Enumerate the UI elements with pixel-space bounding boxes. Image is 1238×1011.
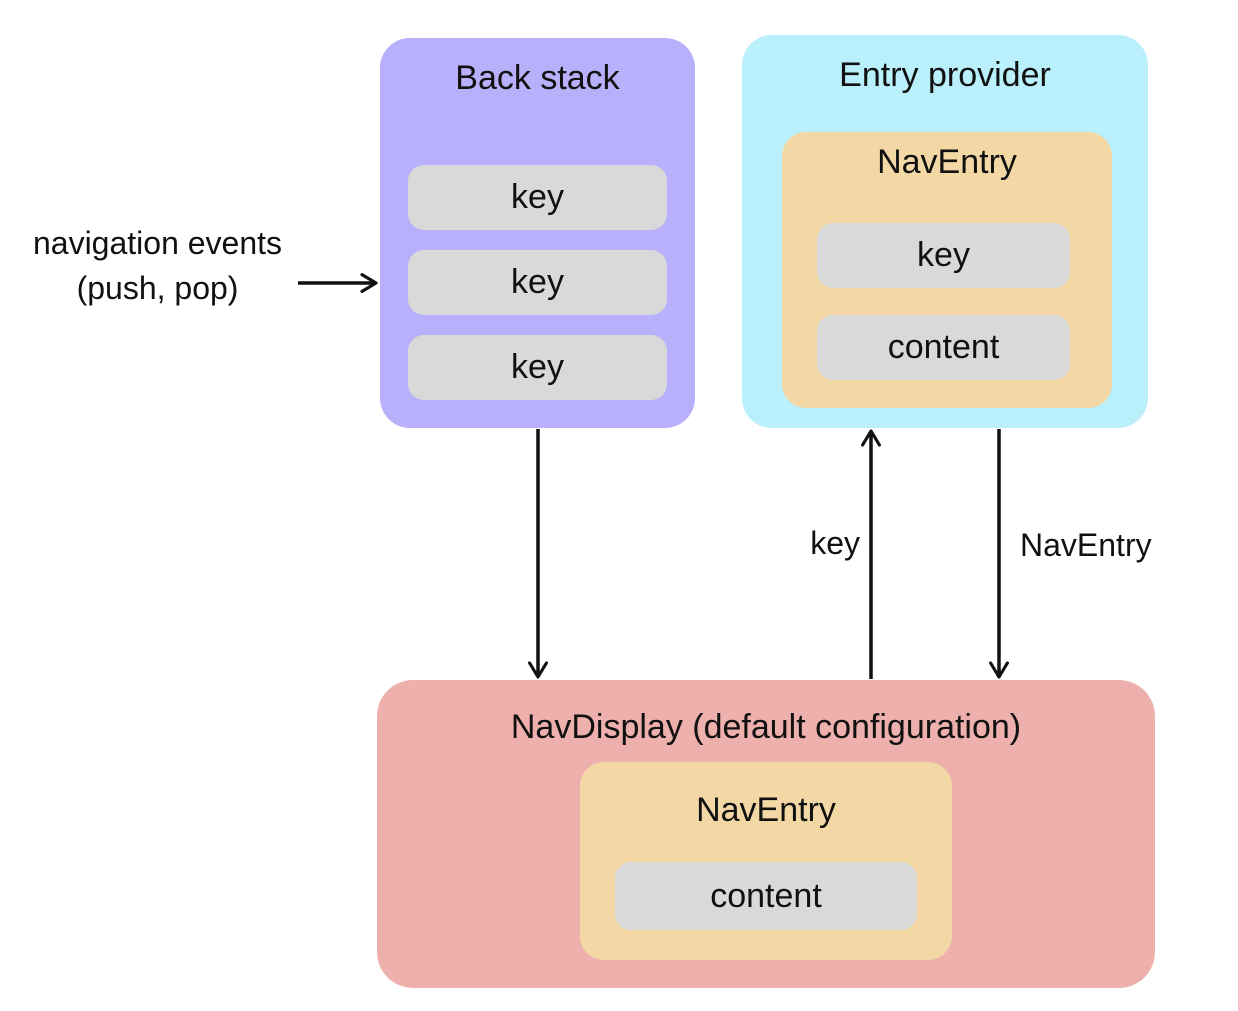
back-stack-key-item: key bbox=[408, 250, 667, 315]
navigation-events-label: navigation events (push, pop) bbox=[10, 221, 305, 311]
nav-entry-title: NavEntry bbox=[877, 143, 1017, 181]
back-stack-title: Back stack bbox=[455, 59, 620, 97]
nav-display-nav-entry-box: NavEntry content bbox=[580, 762, 952, 960]
nav-entry-arrow-label: NavEntry bbox=[1020, 527, 1152, 563]
entry-provider-box: Entry provider NavEntry key content bbox=[742, 35, 1148, 428]
back-stack-box: Back stack key key key bbox=[380, 38, 695, 428]
nav-entry-key-item: key bbox=[817, 223, 1070, 288]
back-stack-key-item: key bbox=[408, 335, 667, 400]
entry-provider-nav-entry-box: NavEntry key content bbox=[782, 132, 1112, 408]
back-stack-key-item: key bbox=[408, 165, 667, 230]
nav-entry-content-item: content bbox=[615, 862, 917, 930]
navigation-events-label-line2: (push, pop) bbox=[76, 270, 239, 306]
nav-entry-title: NavEntry bbox=[696, 791, 836, 829]
key-arrow-label: key bbox=[810, 525, 860, 561]
nav-entry-content-item: content bbox=[817, 315, 1070, 380]
nav-display-box: NavDisplay (default configuration) NavEn… bbox=[377, 680, 1155, 988]
navigation-events-label-line1: navigation events bbox=[32, 225, 283, 261]
nav-display-title: NavDisplay (default configuration) bbox=[510, 708, 1022, 746]
entry-provider-title: Entry provider bbox=[839, 56, 1051, 94]
